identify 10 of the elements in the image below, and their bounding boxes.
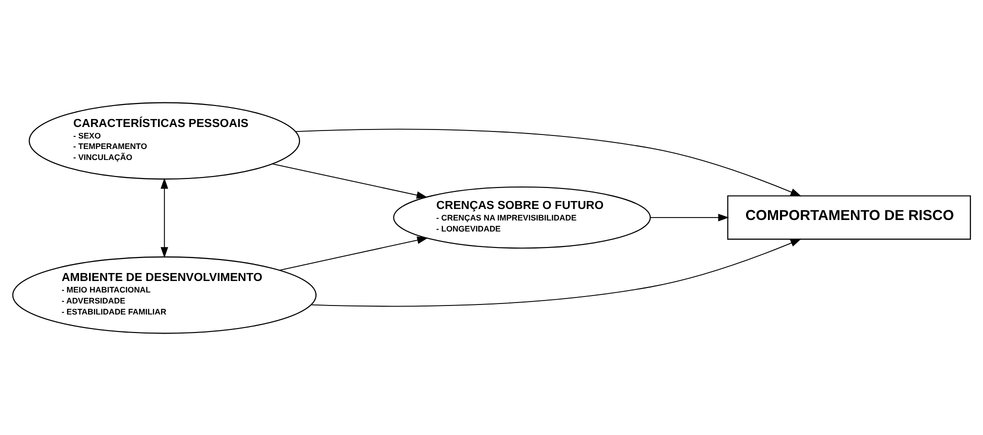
arrow [295, 128, 802, 196]
arrow [160, 177, 168, 258]
node-box: COMPORTAMENTO DE RISCO [727, 194, 971, 240]
node-ellipse: CRENÇAS SOBRE O FUTURO - CRENÇAS NA IMPREVISIBILIDADE - LONGEVIDADE [393, 186, 651, 248]
arrow [279, 236, 428, 270]
node-ellipse: AMBIENTE DE DESENVOLVIMENTO - MEIO HABITACIONAL - ADVERSIDADE - ESTABILIDADE FAMILIAR [12, 256, 317, 334]
node-ellipse: CARACTERÍSTICAS PESSOAIS - SEXO - TEMPERAMENTO - VINCULAÇÃO [28, 102, 300, 180]
arrow [650, 213, 730, 221]
arrow [272, 163, 428, 198]
arrow [311, 238, 802, 306]
